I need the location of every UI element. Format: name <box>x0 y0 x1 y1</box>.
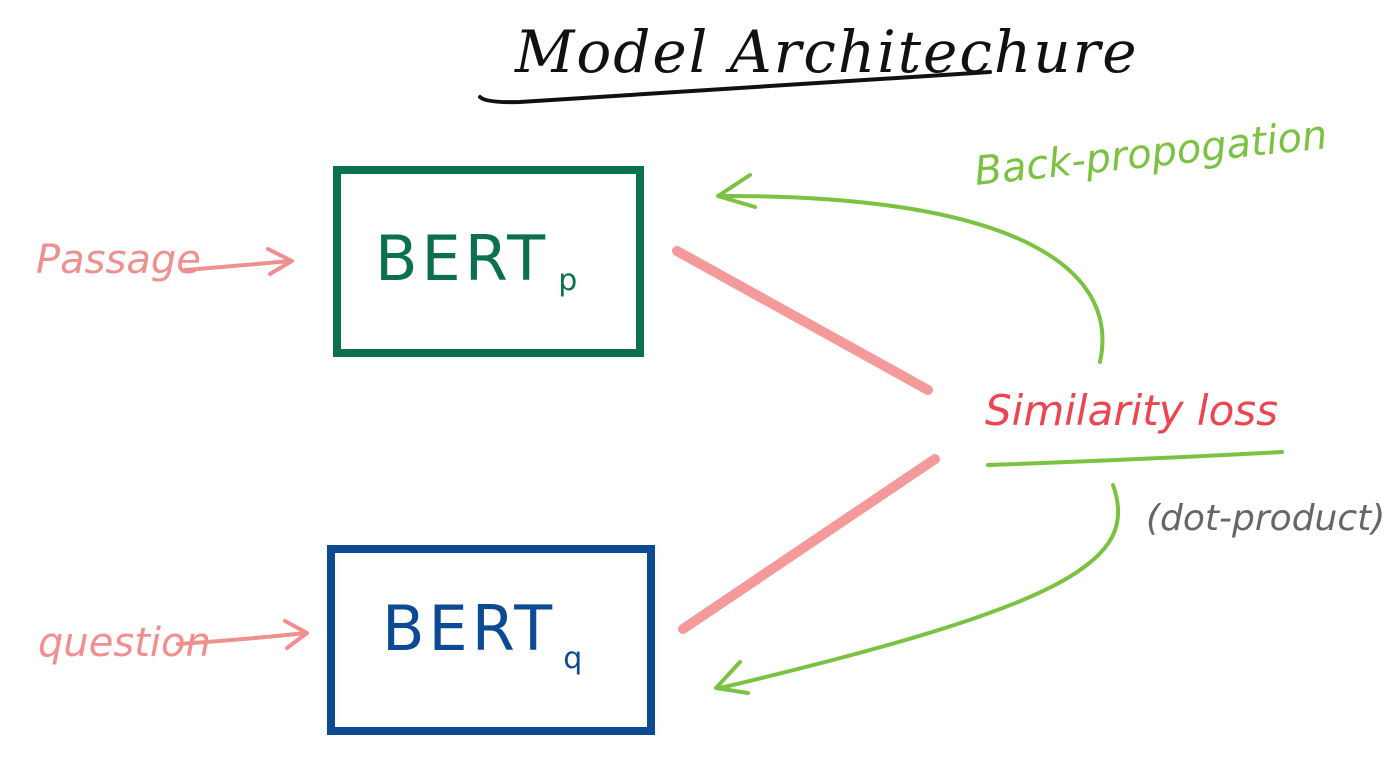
passage-to-loss-connector <box>672 246 933 395</box>
diagram-title: Model Architechure <box>514 18 1139 86</box>
passage-input-arrow <box>183 247 294 276</box>
bert-passage-box <box>333 166 644 357</box>
bert-passage-subscript: p <box>558 263 577 298</box>
question-to-loss-connector <box>678 454 940 634</box>
dot-product-note: (dot-product) <box>1146 498 1385 539</box>
title-underline <box>478 70 992 105</box>
backprop-arrow-to-question <box>714 483 1121 695</box>
similarity-loss-label: Similarity loss <box>985 386 1278 435</box>
bert-passage-main: BERT <box>375 222 549 295</box>
bert-question-main: BERT <box>382 592 556 665</box>
bert-passage-label: BERT p <box>375 222 577 298</box>
backprop-label: Back-propogation <box>972 112 1329 195</box>
passage-input-label: Passage <box>36 237 201 283</box>
bert-question-box <box>327 545 655 735</box>
bert-question-label: BERT q <box>382 592 582 676</box>
backprop-arrow-to-passage <box>716 173 1105 364</box>
bert-question-subscript: q <box>563 641 582 676</box>
similarity-loss-underline <box>986 450 1284 467</box>
question-input-arrow <box>176 619 309 650</box>
